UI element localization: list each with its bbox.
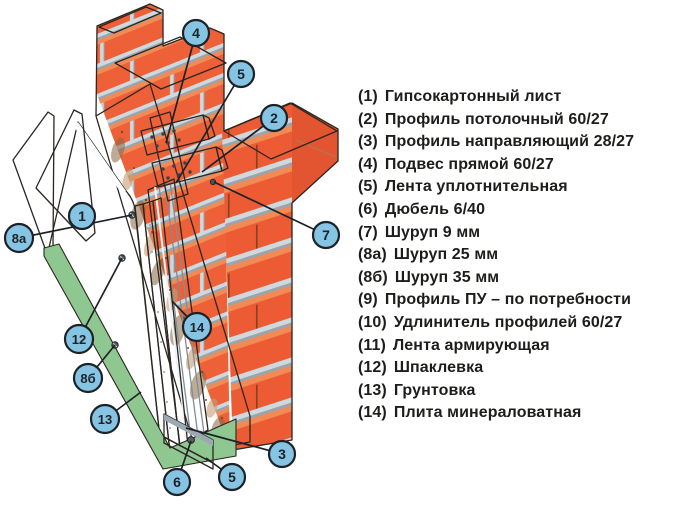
sealing-tape xyxy=(163,436,214,470)
legend-item-label: Шуруп 9 мм xyxy=(384,223,481,241)
svg-text:8а: 8а xyxy=(12,231,27,246)
direct-hanger-lower xyxy=(151,146,229,188)
svg-text:4: 4 xyxy=(192,25,200,41)
legend-item: (8б) Шуруп 35 мм xyxy=(358,267,678,290)
callout-2: 2 xyxy=(259,103,289,133)
legend-item-number: (5) xyxy=(358,178,378,196)
legend-item-number: (13) xyxy=(358,381,387,399)
callout-3: 3 xyxy=(267,439,297,469)
callout-8b: 8б xyxy=(72,362,104,394)
callout-14: 14 xyxy=(181,311,213,343)
legend-item-label: Шпаклевка xyxy=(393,359,484,377)
legend-item: (12) Шпаклевка xyxy=(358,357,678,380)
drywall-sheets xyxy=(12,109,164,467)
svg-text:3: 3 xyxy=(278,446,286,462)
svg-text:8б: 8б xyxy=(80,371,95,386)
legend-item-label: Профиль направляющий 28/27 xyxy=(384,133,635,151)
callout-13: 13 xyxy=(89,403,121,435)
legend-item: (9) Профиль ПУ – по потребности xyxy=(358,289,678,312)
legend-item: (2) Профиль потолочный 60/27 xyxy=(358,109,678,132)
legend-item-number: (11) xyxy=(358,336,386,354)
legend-item-number: (10) xyxy=(358,313,387,331)
callouts: 1 8а 4 5 2 7 12 8б xyxy=(3,18,341,497)
legend-item-label: Подвес прямой 60/27 xyxy=(384,155,554,173)
ceiling-profile-top xyxy=(149,111,189,202)
legend-item: (3) Профиль направляющий 28/27 xyxy=(358,131,678,154)
svg-text:7: 7 xyxy=(322,227,330,243)
callout-1: 1 xyxy=(67,201,97,231)
floor-strip xyxy=(43,243,237,470)
front-sheet xyxy=(12,111,55,252)
back-sheet xyxy=(35,109,96,242)
legend-item: (11) Лента армирующая xyxy=(358,335,678,358)
svg-text:12: 12 xyxy=(72,332,86,347)
svg-text:5: 5 xyxy=(237,66,245,82)
brick-wall-side-sliver xyxy=(292,103,338,203)
legend-item-number: (14) xyxy=(358,404,387,422)
legend-item-number: (7) xyxy=(358,223,378,241)
legend-item-label: Лента уплотнительная xyxy=(384,178,568,196)
legend-item: (10) Удлинитель профилей 60/27 xyxy=(358,312,678,335)
legend-item-number: (3) xyxy=(358,133,378,151)
gypsum-board-panel xyxy=(47,121,164,467)
svg-text:14: 14 xyxy=(190,320,205,335)
callout-8a: 8а xyxy=(3,222,35,254)
legend-item-label: Шуруп 25 мм xyxy=(393,246,499,264)
legend-item-number: (9) xyxy=(358,291,378,309)
legend-item: (6) Дюбель 6/40 xyxy=(358,199,678,222)
legend: (1) Гипсокартонный лист (2) Профиль пото… xyxy=(358,86,678,425)
panel-edge-highlight xyxy=(74,122,126,194)
legend-item: (8а) Шуруп 25 мм xyxy=(358,244,678,267)
legend-item-label: Шуруп 35 мм xyxy=(394,268,500,286)
legend-item-number: (6) xyxy=(358,200,378,218)
legend-item: (7) Шуруп 9 мм xyxy=(358,222,678,245)
legend-item-label: Гипсокартонный лист xyxy=(384,88,562,105)
legend-item-label: Профиль ПУ – по потребности xyxy=(384,291,632,309)
svg-text:6: 6 xyxy=(173,474,181,490)
legend-item: (5) Лента уплотнительная xyxy=(358,176,678,199)
legend-item: (14) Плита минераловатная xyxy=(358,402,678,425)
legend-item-label: Удлинитель профилей 60/27 xyxy=(393,313,623,331)
legend-item-number: (8а) xyxy=(358,246,387,264)
callout-5-bottom: 5 xyxy=(217,462,247,492)
svg-text:1: 1 xyxy=(78,208,86,224)
callout-7: 7 xyxy=(311,220,341,250)
svg-text:2: 2 xyxy=(270,110,278,126)
legend-item: (13) Грунтовка xyxy=(358,380,678,403)
frame-profiles xyxy=(147,178,209,447)
legend-item-label: Дюбель 6/40 xyxy=(384,200,486,218)
legend-item-label: Профиль потолочный 60/27 xyxy=(384,110,609,128)
callout-12: 12 xyxy=(63,323,95,355)
brick-wall-end-column xyxy=(222,103,292,450)
legend-item-number: (12) xyxy=(358,359,387,377)
legend-item: (1) Гипсокартонный лист xyxy=(358,86,678,109)
legend-item-label: Плита минераловатная xyxy=(393,404,582,422)
legend-item-number: (1) xyxy=(358,88,378,105)
legend-item-number: (4) xyxy=(358,155,378,173)
svg-text:5: 5 xyxy=(228,469,236,485)
wall-step-top-middle xyxy=(114,36,227,90)
legend-item-label: Грунтовка xyxy=(393,381,476,399)
panel-screws xyxy=(111,211,136,349)
legend-item: (4) Подвес прямой 60/27 xyxy=(358,154,678,177)
callout-6: 6 xyxy=(162,467,192,497)
wall-step-top-far xyxy=(98,6,162,34)
callout-5-top: 5 xyxy=(226,59,256,89)
legend-item-label: Лента армирующая xyxy=(392,336,550,354)
legend-item-number: (8б) xyxy=(358,268,388,286)
svg-text:13: 13 xyxy=(98,412,112,427)
wall-outline xyxy=(95,3,339,451)
callout-4: 4 xyxy=(181,18,211,48)
legend-item-number: (2) xyxy=(358,110,378,128)
hanger-assembly xyxy=(140,111,229,202)
